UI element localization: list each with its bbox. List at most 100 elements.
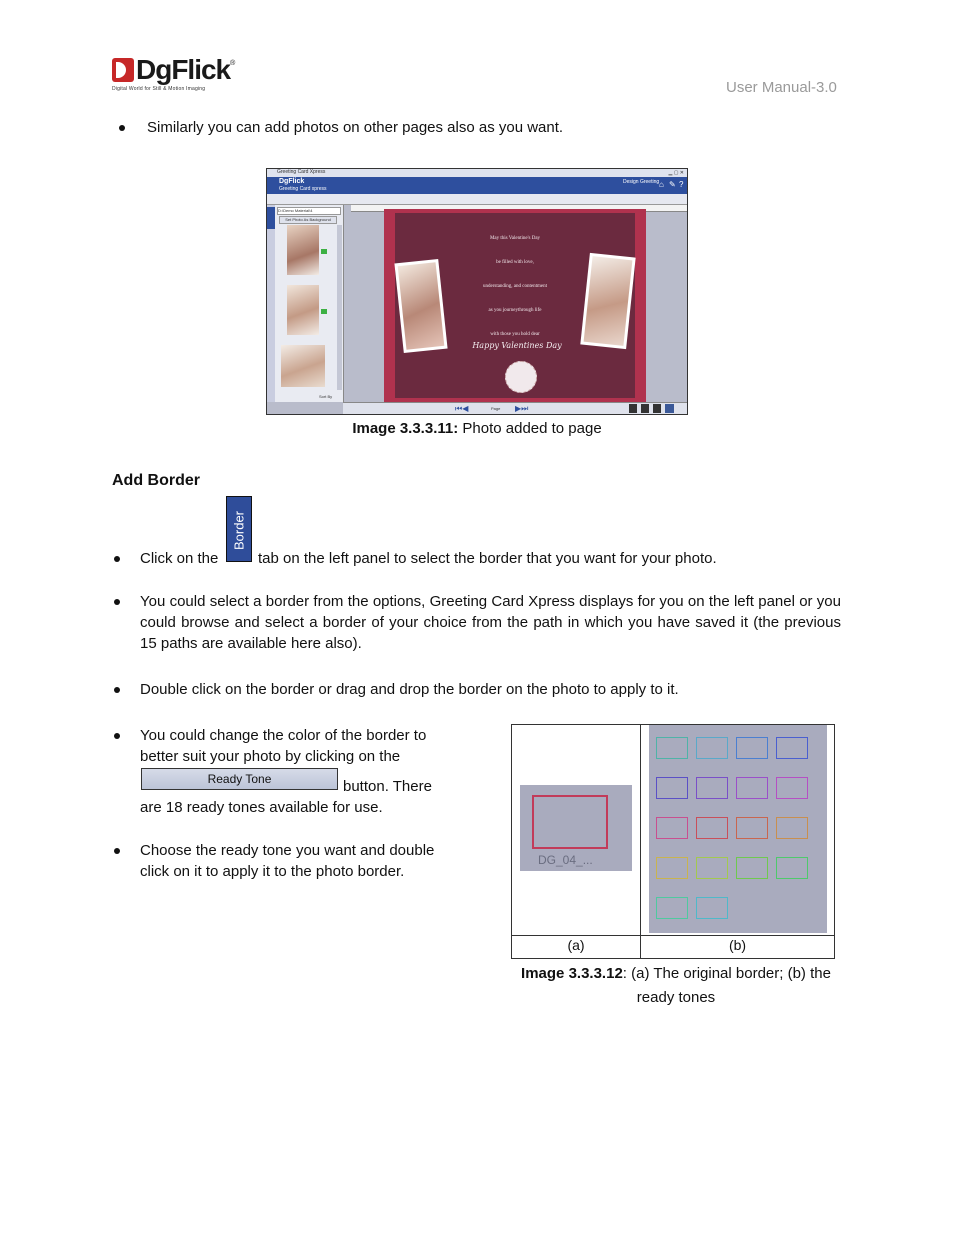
page-nav-prev-icon[interactable]: ⏮◀ xyxy=(455,404,469,413)
sort-label[interactable]: Sort By xyxy=(319,394,333,399)
ready-tone-button[interactable]: Ready Tone xyxy=(141,768,338,790)
bullet1-post: tab on the left panel to select the bord… xyxy=(258,550,717,567)
dgflick-logo: DgFlick ® Digital World for Still & Moti… xyxy=(112,54,236,92)
card-ornament-icon xyxy=(505,361,537,393)
tone-swatch[interactable] xyxy=(696,737,728,759)
bullet4-line4: are 18 ready tones available for use. xyxy=(140,799,383,816)
tone-swatch[interactable] xyxy=(656,897,688,919)
bullet4-line3: button. There xyxy=(343,778,432,795)
figure2-caption: Image 3.3.3.12: (a) The original border;… xyxy=(511,962,841,1010)
tone-swatch[interactable] xyxy=(696,897,728,919)
help-icon[interactable]: ? xyxy=(679,180,684,189)
tone-swatch[interactable] xyxy=(776,817,808,839)
tone-swatch[interactable] xyxy=(656,737,688,759)
ready-tone-label: Ready Tone xyxy=(207,772,272,786)
app-header: DgFlick Greeting Card xpress Design Gree… xyxy=(267,177,687,194)
card-photo-left[interactable] xyxy=(394,258,448,354)
figure2-caption-text1: : (a) The original border; (b) the xyxy=(622,965,831,982)
intro-text: Similarly you can add photos on other pa… xyxy=(147,119,564,136)
window-controls-icon[interactable]: ▁ ▢ ✕ xyxy=(668,170,684,176)
tone-swatch[interactable] xyxy=(736,857,768,879)
border-tab-label: Border xyxy=(231,510,247,551)
bullet-dot xyxy=(114,733,120,739)
photo-thumb-2[interactable] xyxy=(287,285,319,335)
app-screenshot: Greeting Card Xpress ▁ ▢ ✕ DgFlick Greet… xyxy=(266,168,688,415)
thumb-label: DG_04_... xyxy=(538,853,593,867)
path-field[interactable]: D:\Demo Material\4 xyxy=(277,207,341,215)
card-line-1: May this Valentine's Day xyxy=(489,236,541,241)
card-line-5: with those you hold dear xyxy=(490,332,540,337)
figure1-caption-text: Photo added to page xyxy=(458,420,602,437)
logo-mark-icon xyxy=(112,58,134,82)
check-icon xyxy=(321,309,327,314)
tone-swatch[interactable] xyxy=(696,777,728,799)
tone-swatch[interactable] xyxy=(776,737,808,759)
tone-swatch[interactable] xyxy=(696,817,728,839)
tone-swatch[interactable] xyxy=(736,737,768,759)
side-tabs xyxy=(267,205,275,402)
border-tab-button[interactable]: Border xyxy=(226,496,252,562)
card-line-3: understanding, and contentment xyxy=(482,284,547,289)
bullet-dot xyxy=(114,599,120,605)
side-tab-photo[interactable] xyxy=(267,207,275,229)
logo-text: DgFlick xyxy=(136,54,231,85)
bullet4-line2: better suit your photo by clicking on th… xyxy=(140,748,401,765)
bullet-dot xyxy=(119,125,125,131)
manual-label: User Manual-3.0 xyxy=(726,79,837,96)
logo-tagline: Digital World for Still & Motion Imaging xyxy=(112,86,206,92)
tool-icon[interactable]: ✎ xyxy=(669,180,676,189)
card-line-2: be filled with love, xyxy=(496,260,534,265)
design-label: Design Greeting xyxy=(623,179,660,185)
bullet1-pre: Click on the xyxy=(140,550,219,567)
app-brand: DgFlick xyxy=(279,178,305,185)
photo-thumb-3[interactable] xyxy=(281,345,325,387)
tone-swatch[interactable] xyxy=(656,777,688,799)
save-icon[interactable] xyxy=(629,404,637,413)
card-canvas[interactable]: May this Valentine's Day be filled with … xyxy=(384,209,646,402)
bullet3-text: Double click on the border or drag and d… xyxy=(140,681,679,698)
card-script: Happy Valentines Day xyxy=(472,341,562,350)
bullet5-line2: click on it to apply it to the photo bor… xyxy=(140,863,405,880)
original-border-thumb[interactable]: DG_04_... xyxy=(520,785,632,871)
tone-swatch[interactable] xyxy=(656,817,688,839)
tone-swatch[interactable] xyxy=(776,857,808,879)
card-line-4: as you journeythrough life xyxy=(488,308,542,313)
set-background-button[interactable]: Set Photo As Background xyxy=(279,216,337,224)
home-icon[interactable]: ⌂ xyxy=(659,180,664,189)
section-heading: Add Border xyxy=(112,472,200,489)
app-brand-sub: Greeting Card xpress xyxy=(279,186,327,192)
check-icon xyxy=(321,249,327,254)
tone-swatch[interactable] xyxy=(736,777,768,799)
export-icon[interactable] xyxy=(653,404,661,413)
bullet4-line1: You could change the color of the border… xyxy=(140,727,427,744)
figure1-caption: Image 3.3.3.11: Photo added to page xyxy=(0,420,954,437)
app-titlebar: Greeting Card Xpress ▁ ▢ ✕ xyxy=(267,169,687,177)
left-panel: D:\Demo Material\4 Set Photo As Backgrou… xyxy=(267,205,344,402)
bullet-dot xyxy=(114,848,120,854)
app-bottombar: ⏮◀ Page ▶⏭ xyxy=(343,402,687,414)
card-inner: May this Valentine's Day be filled with … xyxy=(394,213,636,398)
bullet-dot xyxy=(114,687,120,693)
tone-swatch[interactable] xyxy=(736,817,768,839)
tone-swatch[interactable] xyxy=(696,857,728,879)
bullet5-line1: Choose the ready tone you want and doubl… xyxy=(140,842,435,859)
page-label: Page xyxy=(491,406,501,411)
app-toolbar xyxy=(267,194,687,205)
page-nav-next-icon[interactable]: ▶⏭ xyxy=(515,404,529,413)
card-photo-right[interactable] xyxy=(580,252,636,350)
tone-swatch[interactable] xyxy=(776,777,808,799)
label-b: (b) xyxy=(728,937,747,953)
panel-scrollbar[interactable] xyxy=(337,225,342,390)
print-icon[interactable] xyxy=(641,404,649,413)
bullet-dot xyxy=(114,556,120,562)
figure1-caption-label: Image 3.3.3.11: xyxy=(352,420,459,437)
figure2-table: DG_04_... (a) (b) xyxy=(511,724,835,959)
figure2-caption-label: Image 3.3.3.12 xyxy=(521,965,623,982)
tone-swatch[interactable] xyxy=(656,857,688,879)
app-title: Greeting Card Xpress xyxy=(277,169,326,175)
ready-tones-panel xyxy=(649,725,827,933)
photo-thumb-1[interactable] xyxy=(287,225,319,275)
facebook-icon[interactable] xyxy=(665,404,674,413)
label-a: (a) xyxy=(567,937,585,953)
bullet2-text: You could select a border from the optio… xyxy=(140,593,841,652)
